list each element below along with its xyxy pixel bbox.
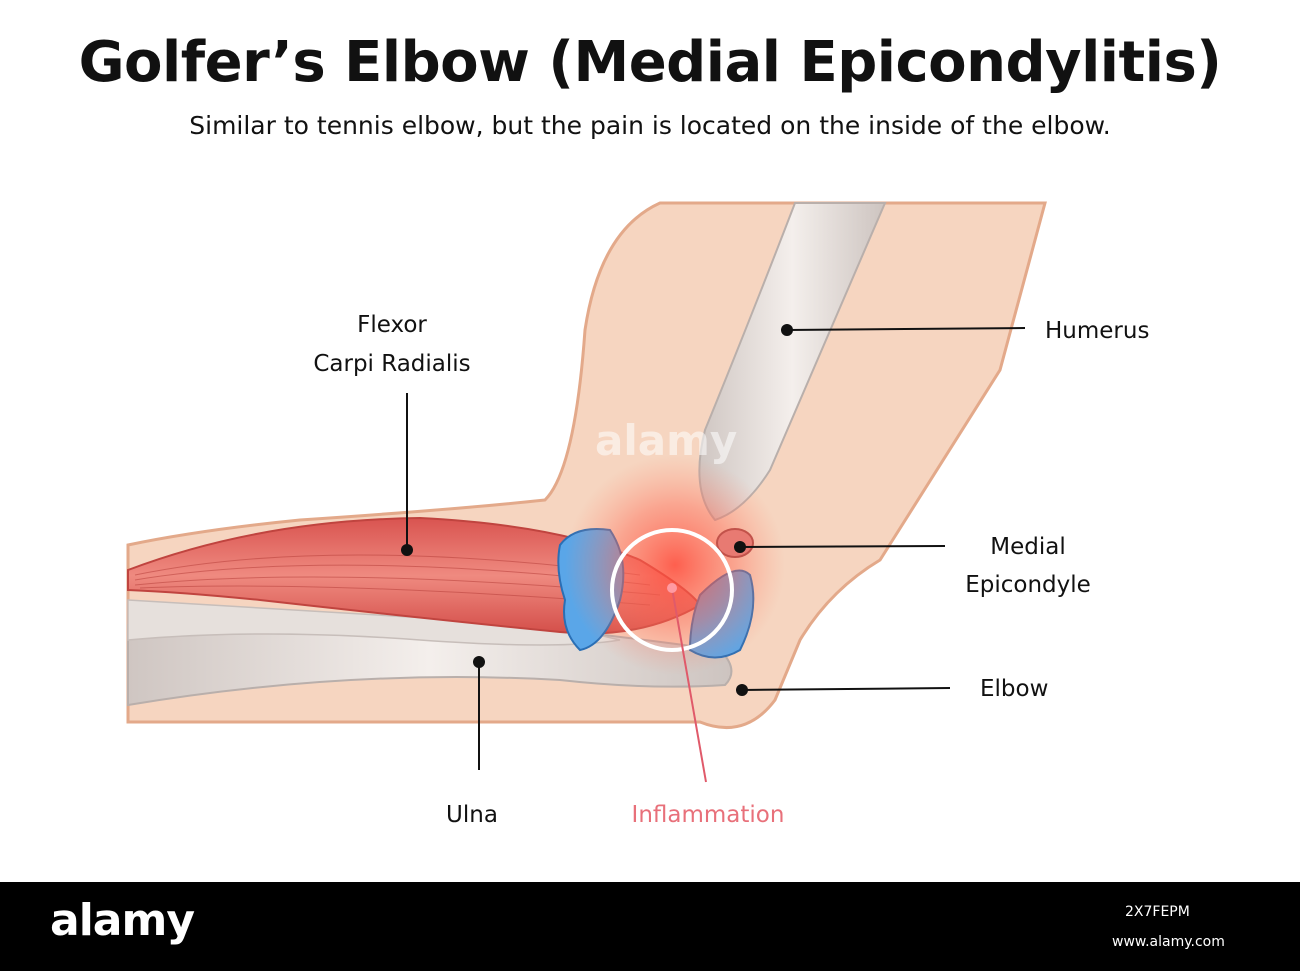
elbow-anatomy-diagram: alamy Flexor Carpi Radialis Humerus Medi… (126, 201, 1149, 828)
leader-lines (406, 327, 1026, 770)
footer-bar: alamy 2X7FEPM www.alamy.com (0, 882, 1300, 971)
inflammation-leader (671, 587, 707, 783)
label-ulna: Ulna (446, 802, 498, 828)
label-medial-line2: Epicondyle (965, 572, 1091, 598)
page-subtitle: Similar to tennis elbow, but the pain is… (189, 111, 1111, 140)
radius-bone (127, 599, 621, 646)
footer-url: www.alamy.com (1112, 934, 1225, 950)
footer-image-id: 2X7FEPM (1125, 904, 1190, 920)
label-medial-line1: Medial (990, 534, 1065, 560)
label-flexor-line2: Carpi Radialis (313, 351, 470, 377)
page-title: Golfer’s Elbow (Medial Epicondylitis) (78, 30, 1222, 95)
label-humerus: Humerus (1045, 318, 1149, 344)
label-elbow: Elbow (980, 676, 1048, 702)
inflammation-glow (565, 455, 785, 675)
inflammation-dot (667, 583, 677, 593)
inflammation-ring (610, 528, 734, 652)
footer-logo: alamy (50, 895, 195, 946)
medial-epicondyle (716, 528, 754, 558)
watermark-text: alamy (595, 416, 737, 465)
label-inflammation: Inflammation (632, 802, 785, 828)
pointer-dots (401, 324, 793, 696)
label-flexor-line1: Flexor (357, 312, 427, 338)
